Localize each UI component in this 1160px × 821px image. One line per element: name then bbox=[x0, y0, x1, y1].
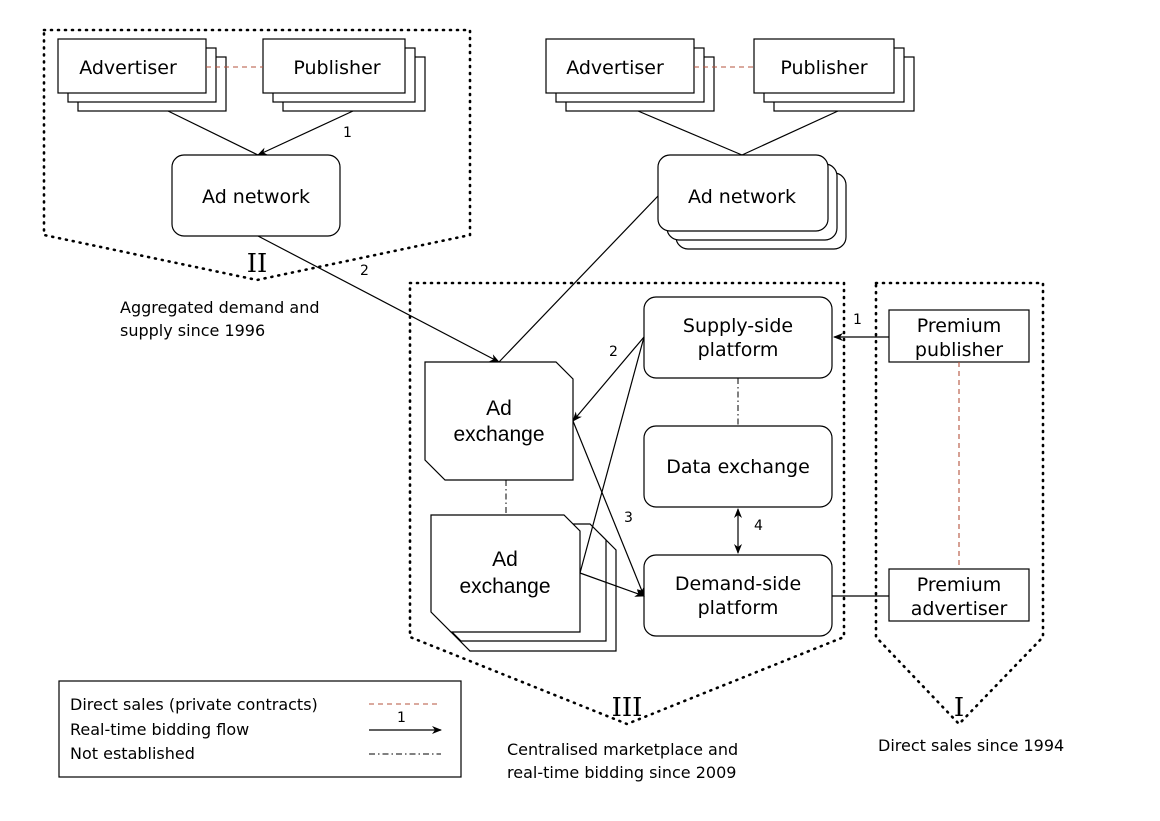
edge-exchange-top-to-dsp bbox=[572, 420, 645, 597]
premium-advertiser-label-line1: Premium bbox=[917, 574, 1002, 596]
region-ii-caption-line2: supply since 1996 bbox=[120, 321, 265, 340]
label-premium-publisher-to-ssp: 1 bbox=[853, 312, 862, 328]
edge-adnetwork-left-to-exchange bbox=[257, 235, 500, 363]
label-exchange-to-dsp: 3 bbox=[624, 510, 633, 526]
ssp-label-line1: Supply-side bbox=[683, 315, 793, 337]
ad-exchange-bottom-label-line1: Ad bbox=[492, 548, 518, 571]
region-iii-caption-line2: real-time bidding since 2009 bbox=[507, 763, 736, 782]
ad-network-left-label: Ad network bbox=[202, 186, 310, 208]
ad-exchange-top[interactable]: Ad exchange bbox=[424, 361, 574, 481]
dsp-label-line2: platform bbox=[698, 597, 779, 619]
edge-publisher-to-adnetwork-left bbox=[257, 110, 354, 156]
region-iii-numeral: III bbox=[612, 693, 643, 723]
ad-exchange-bottom-label-line2: exchange bbox=[459, 575, 550, 598]
edge-publisher-to-adnetwork-right bbox=[741, 110, 839, 156]
premium-publisher-label-line1: Premium bbox=[917, 315, 1002, 337]
publisher-left-stack[interactable]: Publisher bbox=[262, 38, 426, 112]
edge-ssp-to-exchange-top bbox=[572, 336, 645, 422]
region-i-caption: Direct sales since 1994 bbox=[878, 736, 1064, 755]
ad-exchange-bottom-stack[interactable]: Ad exchange bbox=[430, 514, 617, 652]
region-iii-outline bbox=[408, 281, 846, 726]
premium-publisher[interactable]: Premium publisher bbox=[888, 309, 1030, 363]
legend-direct-sales-label: Direct sales (private contracts) bbox=[70, 695, 318, 714]
ad-network-right-label: Ad network bbox=[688, 186, 796, 208]
ad-network-left[interactable]: Ad network bbox=[171, 154, 341, 237]
premium-publisher-label-line2: publisher bbox=[915, 339, 1003, 361]
premium-advertiser-label-line2: advertiser bbox=[911, 598, 1008, 620]
supply-side-platform[interactable]: Supply-side platform bbox=[643, 296, 833, 379]
edge-ssp-to-exchange-bottom bbox=[579, 336, 645, 574]
dsp-label-line1: Demand-side bbox=[675, 573, 801, 595]
label-adnetwork-to-exchange: 2 bbox=[360, 263, 369, 279]
region-ii-outline bbox=[42, 28, 472, 282]
label-dataexchange-dsp: 4 bbox=[754, 518, 763, 534]
legend-rtb-flow-number: 1 bbox=[397, 710, 406, 726]
region-ii-caption-line1: Aggregated demand and bbox=[120, 298, 320, 317]
legend-rtb-flow-label: Real-time bidding flow bbox=[70, 720, 249, 739]
region-ii-numeral: II bbox=[247, 249, 268, 279]
publisher-left-label: Publisher bbox=[293, 57, 380, 79]
ssp-label-line2: platform bbox=[698, 339, 779, 361]
region-i-numeral: I bbox=[954, 693, 964, 723]
label-ssp-to-exchange: 2 bbox=[609, 344, 618, 360]
edge-advertiser-to-adnetwork-left bbox=[167, 110, 259, 156]
ad-network-right-stack[interactable]: Ad network bbox=[657, 154, 847, 250]
demand-side-platform[interactable]: Demand-side platform bbox=[643, 554, 833, 637]
advertiser-right-stack[interactable]: Advertiser bbox=[545, 38, 715, 112]
data-exchange[interactable]: Data exchange bbox=[643, 425, 833, 508]
ad-exchange-top-label-line1: Ad bbox=[486, 397, 512, 420]
publisher-right-label: Publisher bbox=[780, 57, 867, 79]
edge-advertiser-to-adnetwork-right bbox=[637, 110, 743, 156]
label-publisher-to-adnetwork: 1 bbox=[343, 125, 352, 141]
advertiser-left-label: Advertiser bbox=[79, 57, 177, 79]
ad-exchange-top-label-line2: exchange bbox=[453, 423, 544, 446]
edge-adnetwork-right-to-exchange bbox=[498, 195, 659, 363]
advertiser-left-stack[interactable]: Advertiser bbox=[57, 38, 227, 112]
region-iii-caption-line1: Centralised marketplace and bbox=[507, 740, 738, 759]
publisher-right-stack[interactable]: Publisher bbox=[753, 38, 915, 112]
data-exchange-label: Data exchange bbox=[666, 456, 810, 478]
premium-advertiser[interactable]: Premium advertiser bbox=[888, 568, 1030, 622]
legend: Direct sales (private contracts) Real-ti… bbox=[58, 680, 462, 778]
advertiser-right-label: Advertiser bbox=[566, 57, 664, 79]
legend-not-established-label: Not established bbox=[70, 744, 195, 763]
edge-exchange-bottom-to-dsp bbox=[579, 572, 645, 597]
region-i-outline bbox=[874, 281, 1045, 726]
